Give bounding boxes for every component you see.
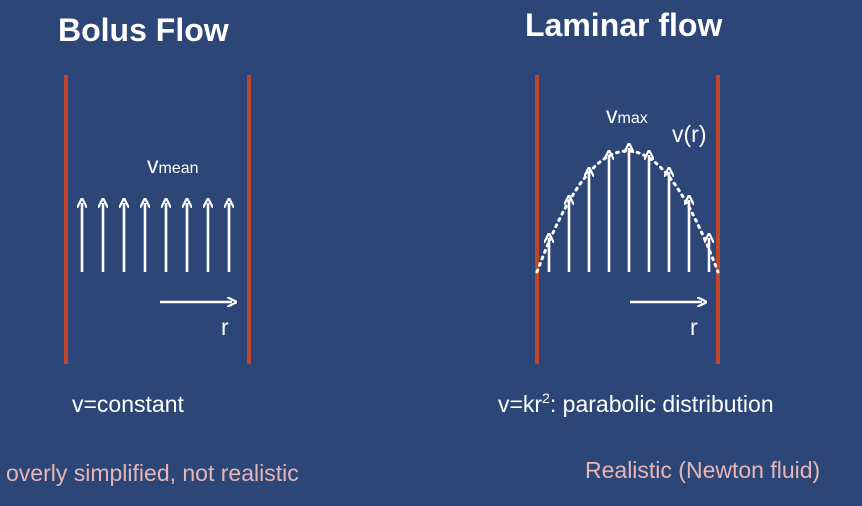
bolus-title: Bolus Flow <box>58 12 229 48</box>
parabolic-profile-curve <box>535 149 720 274</box>
laminar-velocity-label: vmax <box>606 104 648 127</box>
laminar-note: Realistic (Newton fluid) <box>585 457 821 483</box>
laminar-formula-exponent: 2 <box>542 390 550 406</box>
bolus-velocity-symbol: v <box>147 152 159 178</box>
laminar-velocity-subscript: max <box>617 110 648 127</box>
bolus-note: overly simplified, not realistic <box>6 460 299 486</box>
bolus-velocity-arrows <box>82 203 229 272</box>
laminar-velocity-symbol: v <box>606 102 618 128</box>
laminar-radius-label: r <box>690 314 698 340</box>
laminar-formula-suffix: : parabolic distribution <box>549 391 774 417</box>
laminar-title: Laminar flow <box>525 7 723 43</box>
laminar-formula-prefix: v=kr <box>498 391 543 417</box>
bolus-radius-label: r <box>221 314 229 340</box>
bolus-formula: v=constant <box>72 391 184 417</box>
laminar-formula: v=kr2: parabolic distribution <box>498 390 774 417</box>
bolus-velocity-subscript: mean <box>158 160 199 177</box>
laminar-velocity-arrows <box>549 148 709 272</box>
bolus-velocity-label: vmean <box>147 154 199 177</box>
laminar-profile-label: v(r) <box>672 121 707 147</box>
